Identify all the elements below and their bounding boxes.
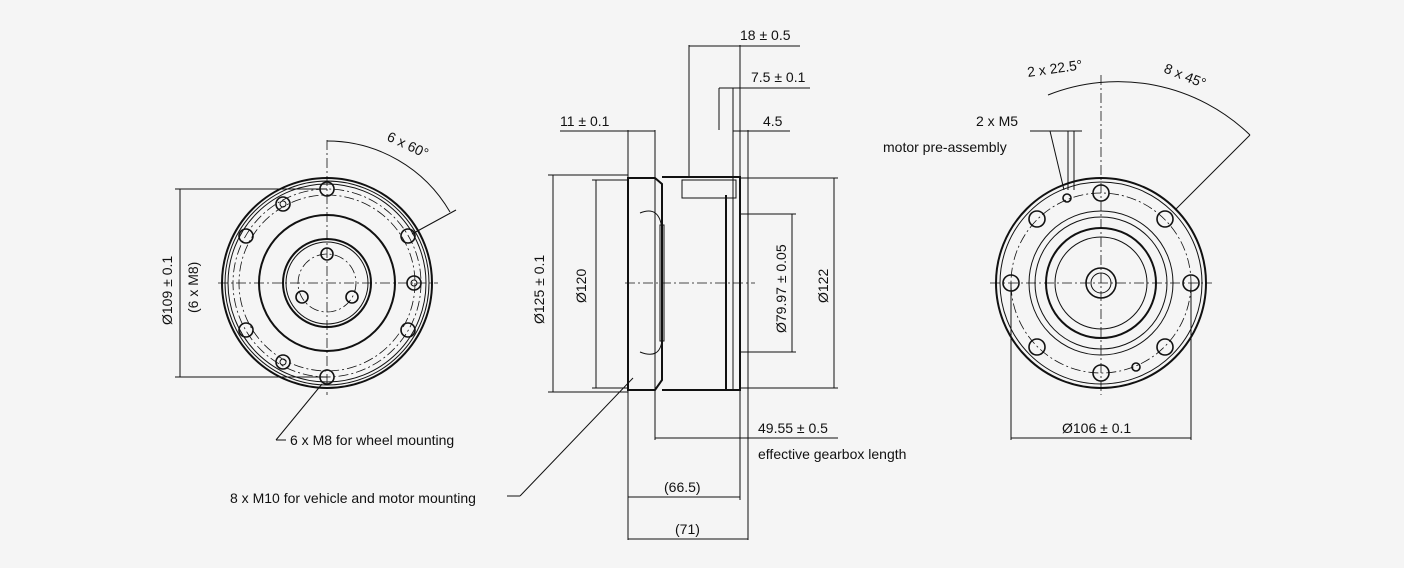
len-71: (71) [675,521,700,537]
dim-4-5: 4.5 [763,113,783,129]
right-rear-view: 2 x 22.5° 8 x 45° 2 x M5 motor pre-assem… [883,56,1251,440]
dia-79: Ø79.97 ± 0.05 [773,244,789,333]
m5-note: motor pre-assembly [883,139,1007,155]
dia-120: Ø120 [573,269,589,303]
side-section-view: 11 ± 0.1 18 ± 0.5 7.5 ± 0.1 4.5 Ø125 ± 0… [507,27,906,540]
dim-11: 11 ± 0.1 [560,113,610,129]
thread-label: (6 x M8) [185,262,201,313]
dim-18: 18 ± 0.5 [740,27,791,43]
m10-holes [1002,184,1200,382]
callout-wheel: 6 x M8 for wheel mounting [290,432,454,448]
dia-125: Ø125 ± 0.1 [531,255,547,324]
angle-45: 8 x 45° [1162,60,1209,91]
callout-vehicle: 8 x M10 for vehicle and motor mounting [230,490,476,506]
len-66: (66.5) [664,479,701,495]
len-note: effective gearbox length [758,446,906,462]
dia-122: Ø122 [815,269,831,303]
angle-22: 2 x 22.5° [1026,56,1083,80]
diameter-label: Ø109 ± 0.1 [159,256,175,325]
dia-106: Ø106 ± 0.1 [1062,420,1131,436]
m8-holes [238,181,422,385]
len-49: 49.55 ± 0.5 [758,420,828,436]
m5-label: 2 x M5 [976,113,1018,129]
dim-7-5: 7.5 ± 0.1 [751,69,806,85]
left-front-view: 6 x 60° Ø109 ± 0.1 (6 x M8) 6 x M8 for w… [159,128,476,506]
